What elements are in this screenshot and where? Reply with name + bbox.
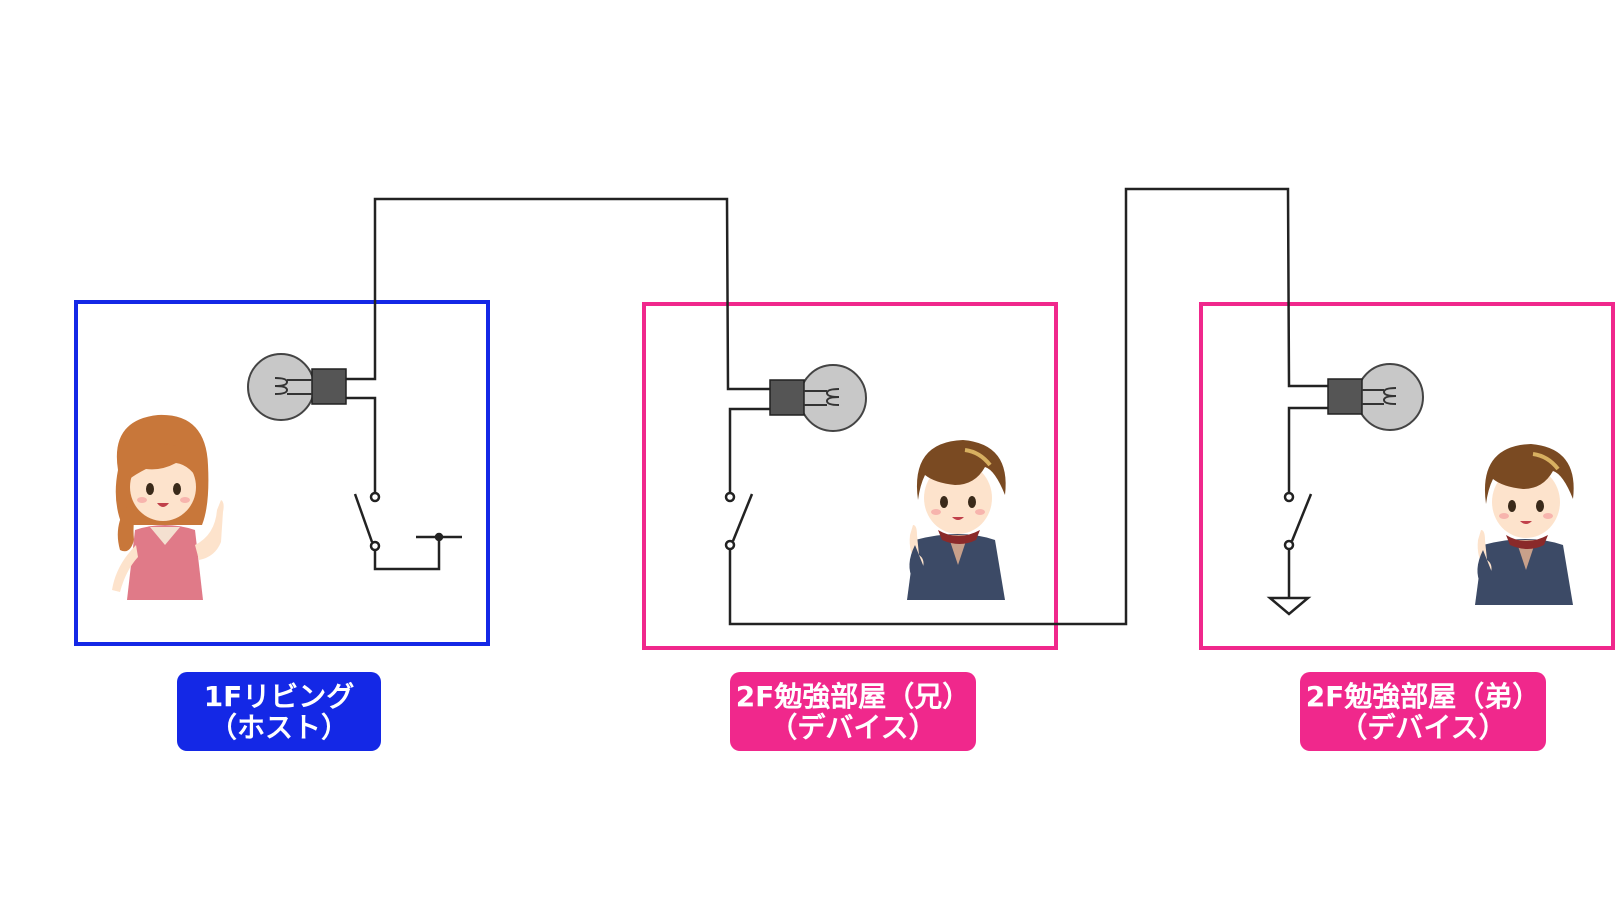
wire-dev2-bulb-to-switch xyxy=(1287,406,1328,497)
room-label-line1: 2F勉強部屋（兄） xyxy=(735,679,971,713)
boy-character-icon-2 xyxy=(1475,444,1574,605)
wire-dev1-bulb-to-switch xyxy=(728,407,770,497)
boy-character-icon-1 xyxy=(907,440,1006,600)
wiring xyxy=(345,187,1328,626)
switch-device-1 xyxy=(724,491,754,551)
room-label-line1: 2F勉強部屋（弟） xyxy=(1305,679,1541,713)
bulb-icon-device-2 xyxy=(1327,363,1424,431)
girl-character-icon xyxy=(112,414,224,600)
switch-device-2 xyxy=(1283,491,1313,551)
room-label-device-2: 2F勉強部屋（弟） （デバイス） xyxy=(1300,672,1546,751)
wire-host-switch-to-stub xyxy=(373,537,441,571)
bulb-icon-host xyxy=(247,353,347,421)
room-box-host xyxy=(74,300,490,646)
room-label-line1: 1Fリビング xyxy=(203,679,355,713)
switch-host xyxy=(353,491,444,552)
wire-host-bulb-to-switch xyxy=(345,396,377,497)
room-label-line2: （デバイス） xyxy=(1339,710,1507,744)
wire-host-to-device1 xyxy=(345,197,770,391)
ground-icon xyxy=(1266,596,1312,616)
room-label-line2: （ホスト） xyxy=(208,710,349,744)
room-label-host: 1Fリビング （ホスト） xyxy=(177,672,381,751)
bulb-icon-device-1 xyxy=(769,364,867,432)
room-box-device-1 xyxy=(642,302,1058,650)
wire-dev1-to-device2 xyxy=(728,187,1328,626)
room-label-line2: （デバイス） xyxy=(769,710,937,744)
room-label-device-1: 2F勉強部屋（兄） （デバイス） xyxy=(730,672,976,751)
room-box-device-2 xyxy=(1199,302,1615,650)
